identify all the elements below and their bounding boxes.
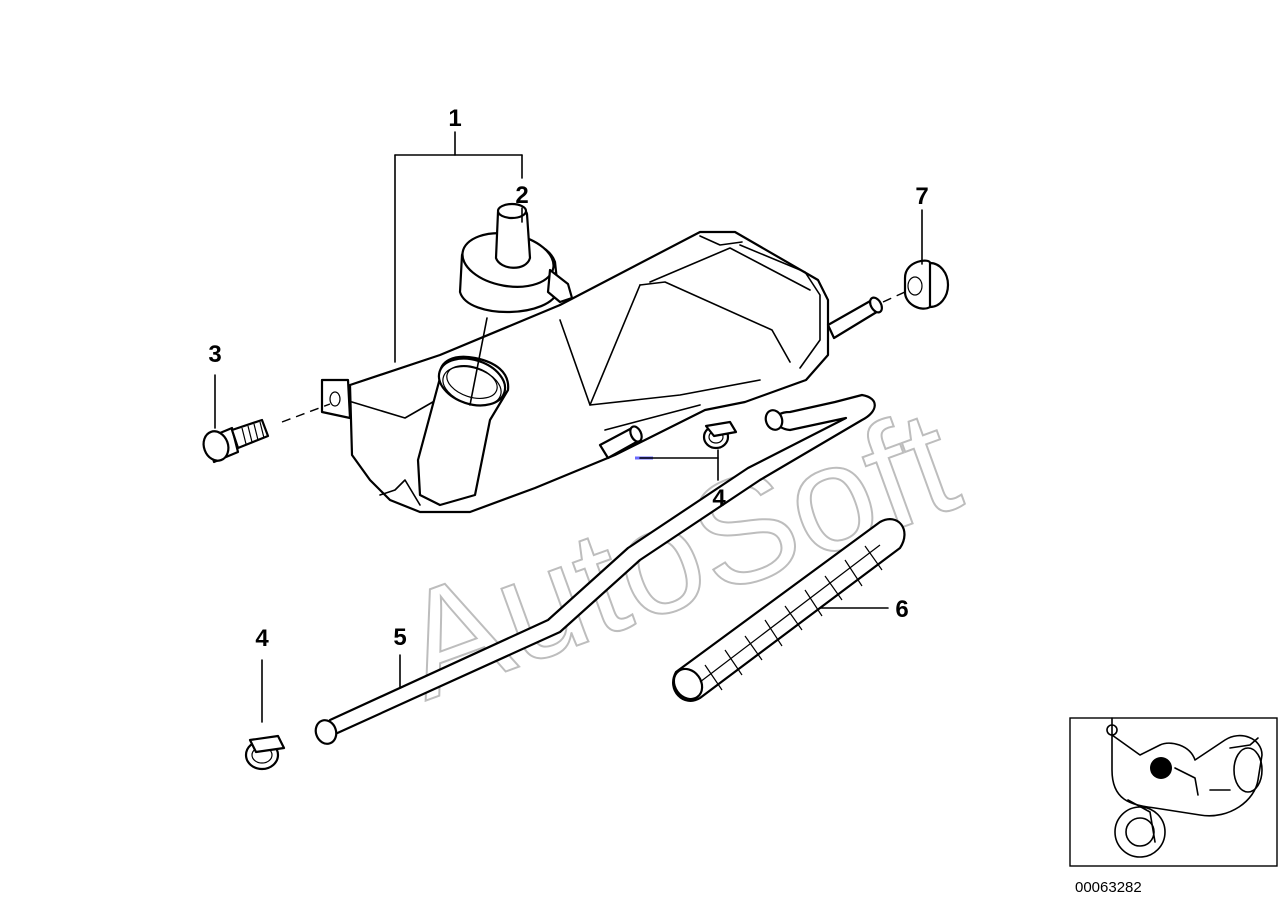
bracket-1 [394, 131, 523, 363]
callout-5: 5 [393, 624, 406, 651]
callout-4-upper: 4 [712, 485, 726, 512]
callout-6: 6 [895, 596, 908, 623]
tank-cap[interactable] [458, 202, 574, 314]
rubber-grommet[interactable] [903, 259, 950, 310]
expansion-tank[interactable] [320, 230, 884, 514]
callout-4-lower: 4 [255, 625, 269, 652]
bolt[interactable] [200, 418, 270, 464]
hose-clamp-upper[interactable] [702, 420, 738, 450]
callout-3: 3 [208, 341, 221, 368]
protective-sleeve[interactable] [668, 518, 906, 704]
locator-inset [1069, 717, 1278, 867]
leader-7-dashed [882, 291, 906, 303]
leader-3-dashed [281, 403, 331, 423]
motorcycle-locator-icon [1106, 717, 1263, 858]
overflow-hose[interactable] [312, 393, 876, 747]
hose-clamp-lower[interactable] [244, 734, 286, 771]
leader-2-cap [469, 317, 488, 406]
callout-1: 1 [448, 105, 461, 132]
callout-7: 7 [915, 183, 928, 210]
document-number: 00063282 [1075, 879, 1142, 896]
callout-2: 2 [515, 182, 528, 209]
